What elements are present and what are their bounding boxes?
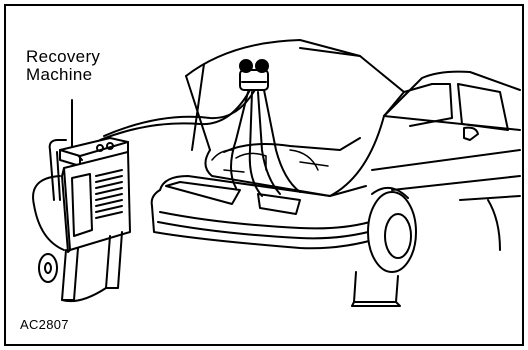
engine-details <box>212 150 328 172</box>
recovery-machine <box>39 138 130 301</box>
gauge-manifold <box>240 60 268 90</box>
car <box>152 40 520 306</box>
